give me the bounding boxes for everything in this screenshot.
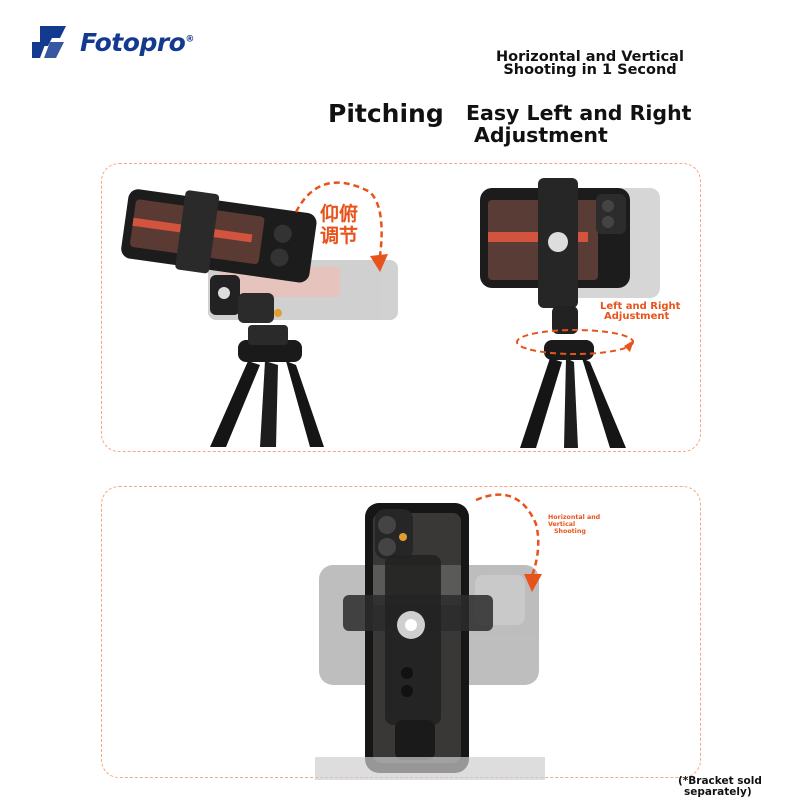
hv-headline: Horizontal and Vertical Shooting in 1 Se…	[470, 49, 710, 78]
brand-logo: Fotopro®	[30, 24, 194, 60]
pitch-label-line1: 仰俯	[320, 203, 359, 225]
horizontal-vertical-product-image	[315, 503, 545, 780]
fotopro-logo-icon	[32, 26, 66, 58]
footnote-line2: separately)	[684, 786, 752, 798]
pitch-label: 仰俯 调节	[320, 203, 370, 247]
lr-headline-line1: Easy Left and Right	[466, 101, 692, 125]
rotation-arrow-icon	[475, 493, 542, 592]
hv-label-line1: Horizontal and Vertical	[548, 514, 601, 528]
pitching-product-image	[121, 189, 398, 447]
lr-headline-line2: Adjustment	[474, 123, 608, 147]
brand-name: Fotopro®	[80, 27, 194, 57]
left-right-label: Left and Right Adjustment	[600, 302, 680, 322]
footnote-line1: (*Bracket sold	[678, 775, 762, 787]
pitch-label-line2: 调节	[320, 225, 359, 247]
left-right-label-line1: Left and Right	[600, 301, 681, 312]
hv-headline-line1: Horizontal and Vertical	[496, 49, 684, 65]
left-right-label-line2: Adjustment	[604, 311, 670, 322]
rotation-ellipse-arrow-icon	[516, 329, 634, 355]
left-right-product-image	[480, 178, 660, 448]
hv-label: Horizontal and Vertical Shooting	[548, 514, 628, 535]
curved-arrow-icon	[294, 181, 388, 272]
footnote: (*Bracket sold separately)	[678, 776, 788, 798]
top-panel	[101, 163, 701, 452]
hv-headline-line2: Shooting in 1 Second	[503, 62, 677, 78]
hv-label-line2: Shooting	[554, 528, 586, 535]
lr-headline: Easy Left and Right Adjustment	[466, 102, 696, 146]
pitching-headline: Pitching	[328, 99, 444, 128]
